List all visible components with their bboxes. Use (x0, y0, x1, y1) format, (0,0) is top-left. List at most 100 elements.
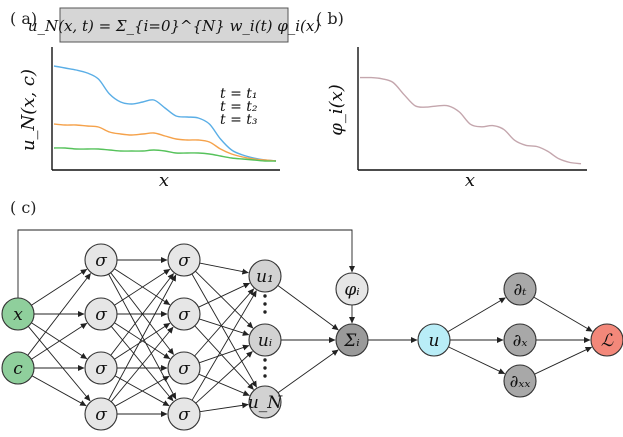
edge-hidden2-to-output (194, 288, 255, 357)
hidden-layer2-node-circle (167, 243, 201, 277)
edge-hidden1-to-hidden2 (114, 322, 171, 360)
loss-node-label: ℒ (601, 331, 614, 351)
output-node-label: u₁ (256, 267, 274, 287)
panel-a-x-label: x (159, 170, 169, 191)
hidden-layer1-node-circle (84, 351, 118, 385)
output-node-label: u_N (248, 393, 283, 413)
sum-node-label: Σᵢ (343, 331, 359, 351)
output-node-circle (248, 259, 282, 293)
edge-derivative-to-loss (534, 346, 593, 375)
solution-node-u: u (417, 323, 451, 357)
hidden-layer2-node: σ (167, 297, 201, 331)
solution-node-u-label: u (429, 331, 440, 351)
panel-a-label: ( a) (10, 9, 37, 28)
legend-item-t3: t = t₃ (220, 112, 258, 128)
sum-node: Σᵢ (335, 323, 369, 357)
edge-hidden2-to-output (199, 318, 250, 336)
edge-output-to-sum (277, 349, 339, 394)
edge-hidden1-to-hidden2 (110, 273, 174, 356)
panel-a-y-label: u_N(x, c) (18, 69, 39, 151)
derivative-node: ∂ₓₓ (503, 364, 537, 398)
edge-hidden1-to-hidden2 (114, 322, 171, 360)
panel-a: ( a) u_N(x, t) = Σ_{i=0}^{N} w_i(t) φ_i(… (10, 7, 320, 191)
input-node-c-label: c (13, 359, 23, 379)
edge-hidden2-to-output (198, 282, 251, 308)
basis-function-node-label: φᵢ (344, 280, 359, 300)
panel-b-plot-area (359, 76, 582, 165)
edge-derivative-to-loss (533, 296, 593, 332)
output-ellipsis-upper (263, 294, 267, 314)
series-line-3 (53, 147, 277, 162)
basis-function-line-1 (359, 76, 582, 165)
panel-c-label: ( c) (10, 198, 37, 217)
edge-hidden1-to-hidden2 (110, 326, 174, 402)
input-node-c-circle (1, 351, 35, 385)
edge-input-c-to-hidden1 (31, 322, 88, 360)
edge-hidden2-to-output (191, 290, 257, 401)
edge-hidden1-to-hidden2 (114, 268, 171, 306)
legend-item-t2: t = t₂ (220, 99, 258, 115)
hidden-layer1-node-circle (84, 297, 118, 331)
edge-input-c-to-hidden1 (27, 273, 91, 356)
hidden-layer1-node: σ (84, 397, 118, 431)
sum-node-circle (335, 323, 369, 357)
panel-b-y-label: φ_i(x) (326, 84, 347, 136)
hidden-layer1-node-circle (84, 243, 118, 277)
formula-box (59, 7, 289, 43)
hidden-layer2-node-circle (167, 297, 201, 331)
output-node: u_N (248, 385, 283, 419)
edge-hidden2-to-output (199, 402, 249, 413)
derivative-node-circle (503, 323, 537, 357)
output-node: u₁ (248, 259, 282, 293)
basis-function-node-circle (335, 272, 369, 306)
legend-item-t1: t = t₁ (220, 86, 258, 102)
panel-a-plot-area (53, 65, 277, 162)
edge-hidden2-to-output (195, 351, 253, 404)
edge-hidden1-to-hidden2 (114, 268, 171, 306)
hidden-layer1-node: σ (84, 243, 118, 277)
derivative-node-label: ∂ₓₓ (510, 372, 531, 392)
output-ellipsis-lower (263, 358, 267, 378)
hidden-layer2-node-label: σ (178, 405, 190, 425)
input-node-x-label: x (13, 305, 23, 325)
edge-output-to-sum (277, 285, 339, 331)
derivative-node: ∂ₓ (503, 323, 537, 357)
hidden-layer1-node-label: σ (95, 251, 107, 271)
edge-hidden2-to-output (191, 273, 257, 388)
network-edges (17, 229, 593, 417)
output-node-circle (248, 323, 282, 357)
edge-hidden2-to-output (199, 262, 249, 275)
hidden-layer1-node: σ (84, 297, 118, 331)
series-line-1 (53, 65, 277, 162)
hidden-layer2-node-circle (167, 351, 201, 385)
edge-hidden1-to-hidden2 (110, 326, 174, 402)
hidden-layer2-node: σ (167, 243, 201, 277)
hidden-layer1-node-label: σ (95, 359, 107, 379)
hidden-layer2-node: σ (167, 397, 201, 431)
hidden-layer1-node-circle (84, 397, 118, 431)
edge-u-to-derivative (448, 346, 506, 375)
edge-u-to-derivative (447, 297, 506, 333)
edge-hidden2-to-output (195, 270, 254, 329)
hidden-layer2-node-label: σ (178, 305, 190, 325)
skip-connection-x-to-basis (17, 229, 355, 298)
derivative-node: ∂ₜ (503, 272, 537, 306)
solution-node-u-circle (417, 323, 451, 357)
edge-input-x-to-hidden1 (27, 326, 91, 402)
edge-hidden1-to-hidden2 (108, 274, 177, 401)
basis-function-node: φᵢ (335, 272, 369, 306)
edge-hidden2-to-output (194, 325, 254, 390)
hidden-layer2-node-label: σ (178, 251, 190, 271)
output-node: uᵢ (248, 323, 282, 357)
input-node-c: c (1, 351, 35, 385)
input-node-x: x (1, 297, 35, 331)
output-node-circle (248, 385, 282, 419)
panel-b-x-label: x (465, 170, 475, 191)
edge-input-c-to-hidden1 (31, 375, 87, 407)
edge-hidden2-to-output (198, 344, 250, 364)
derivative-node-label: ∂ₜ (514, 280, 528, 300)
edge-input-x-to-hidden1 (31, 322, 88, 360)
